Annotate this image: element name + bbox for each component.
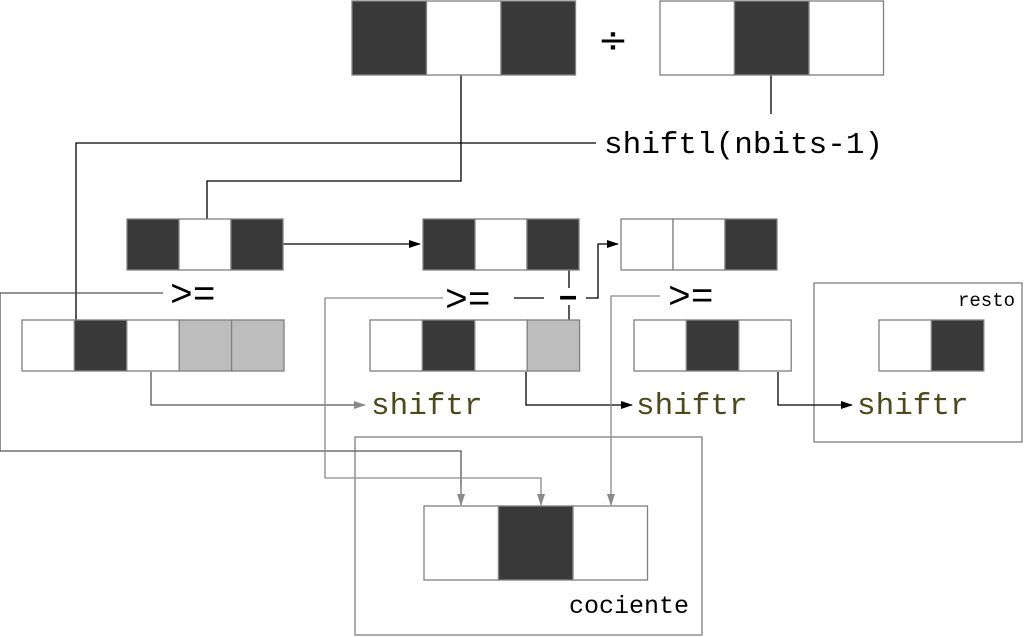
wire-shiftl-left	[75, 142, 596, 320]
resto-frame	[813, 282, 1023, 443]
resto-bit-0	[878, 319, 933, 372]
partial-1-bit-1	[73, 319, 128, 372]
partial-2-bit-1	[421, 319, 476, 372]
remainder-1-bit-2	[526, 218, 580, 271]
wire-p2-shiftr	[525, 372, 633, 409]
divisor-register	[659, 0, 885, 76]
cociente-bit-0	[423, 505, 500, 581]
remainder-1-bit-1	[474, 218, 528, 271]
dividend-register	[351, 0, 577, 76]
partial-2-bit-2	[474, 319, 528, 372]
divisor-bit-1	[733, 0, 810, 76]
partial-3-bit-1	[685, 319, 740, 372]
resto-label: resto	[958, 290, 1015, 312]
cociente-bit-2	[572, 505, 649, 581]
partial-1-bit-4	[230, 319, 285, 372]
wire-compare3-cociente	[607, 295, 660, 506]
divisor-bit-2	[808, 0, 885, 76]
shifted-divisor-bit-0	[126, 218, 180, 271]
partial-1-register	[21, 319, 285, 372]
resto-bit-1	[930, 319, 985, 372]
remainder-step-2-register	[620, 218, 778, 271]
partial-1-bit-2	[126, 319, 180, 372]
wire-minus-to-remainder	[586, 240, 619, 299]
remainder-2-bit-1	[672, 218, 726, 271]
partial-2-register	[369, 319, 581, 372]
compare-label-1: >=	[170, 275, 216, 318]
compare-label-2: >=	[445, 280, 491, 323]
partial-3-bit-0	[633, 319, 688, 372]
wire-p3-shiftr	[777, 372, 853, 409]
shifted-divisor-bit-2	[230, 218, 284, 271]
shifted-divisor-register	[126, 218, 284, 271]
divide-symbol: ÷	[598, 20, 628, 61]
wire-compare2-cociente	[324, 297, 545, 506]
dividend-bit-0	[351, 0, 428, 76]
partial-1-bit-0	[21, 319, 76, 372]
shiftl-label: shiftl(nbits-1)	[604, 128, 883, 163]
compare-label-3: >=	[668, 277, 714, 320]
wire-dividend-down	[206, 75, 462, 219]
shiftr-label-1: shiftr	[371, 389, 483, 424]
wire-compare-out	[0, 292, 462, 505]
partial-3-register	[633, 319, 792, 372]
remainder-2-bit-2	[724, 218, 778, 271]
remainder-2-bit-0	[620, 218, 674, 271]
partial-1-bit-3	[178, 319, 233, 372]
remainder-step-1-register	[422, 218, 580, 271]
shiftr-label-2: shiftr	[636, 389, 748, 424]
minus-symbol: –	[557, 277, 579, 318]
divisor-bit-0	[659, 0, 736, 76]
partial-2-bit-3	[526, 319, 581, 372]
partial-2-bit-0	[369, 319, 424, 372]
shiftr-label-3: shiftr	[857, 389, 969, 424]
cociente-label: cociente	[569, 592, 689, 621]
remainder-1-bit-0	[422, 218, 476, 271]
cociente-register	[423, 505, 649, 581]
dividend-bit-2	[500, 0, 577, 76]
cociente-frame	[354, 436, 703, 636]
wire-p1-shiftr	[150, 372, 366, 409]
partial-3-bit-2	[738, 319, 792, 372]
dividend-bit-1	[425, 0, 502, 76]
shifted-divisor-bit-1	[178, 218, 232, 271]
resto-register	[878, 319, 985, 372]
cociente-bit-1	[497, 505, 574, 581]
